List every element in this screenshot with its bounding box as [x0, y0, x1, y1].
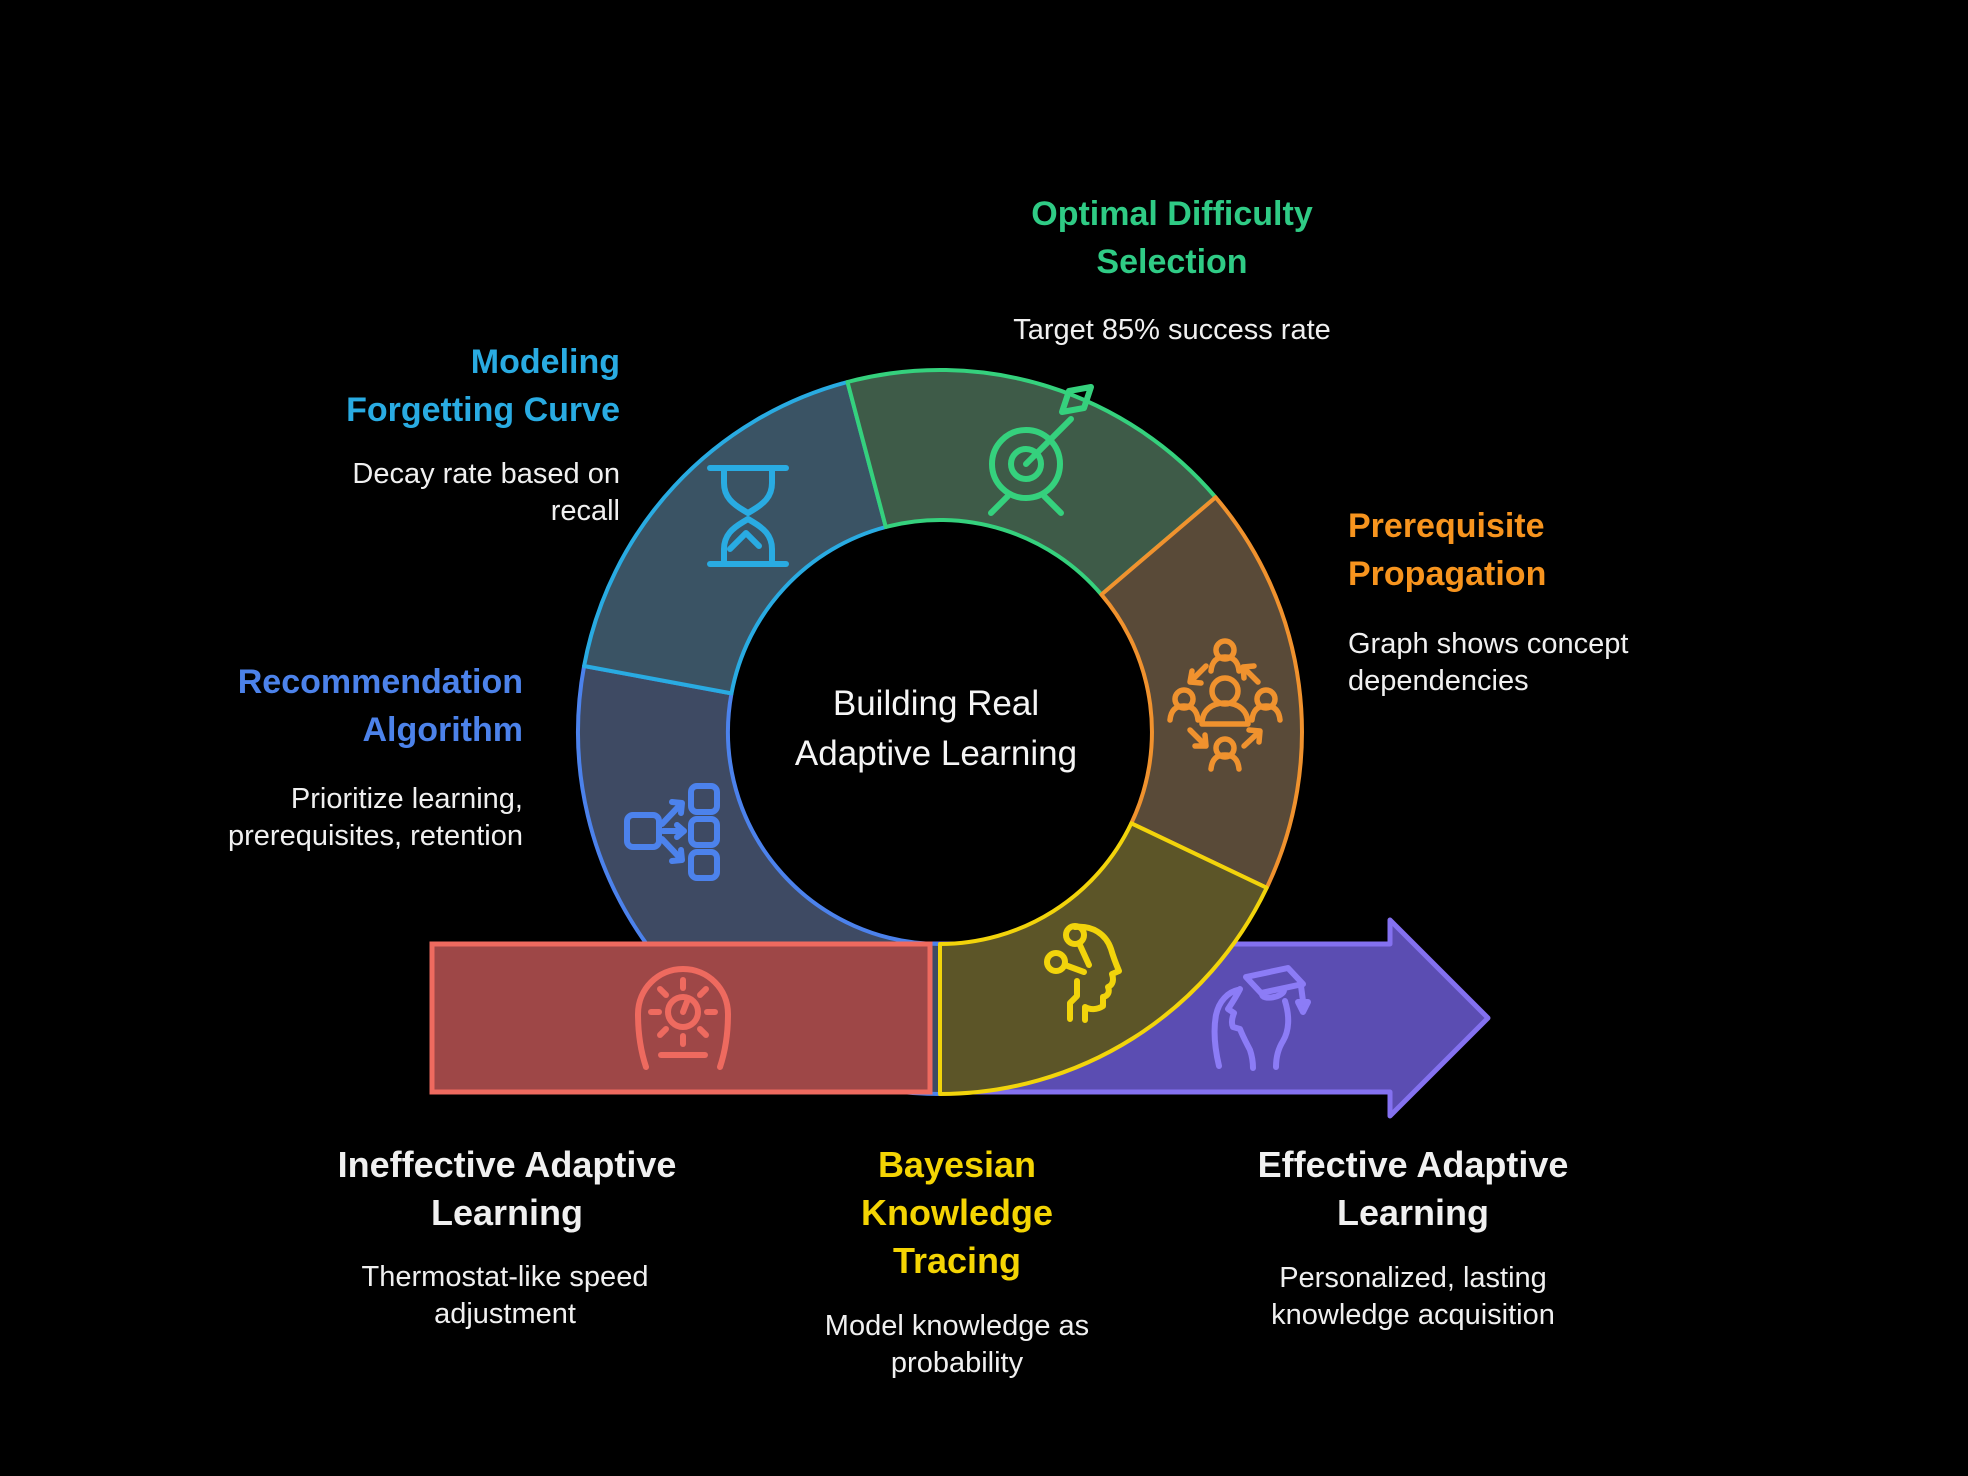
section-subtitle-ineffective: Thermostat-like speed adjustment	[361, 1261, 649, 1330]
cycle-donut	[576, 367, 1304, 1096]
section-title-modeling-forgetting: Modeling Forgetting Curve	[346, 343, 620, 429]
section-subtitle-effective: Personalized, lasting knowledge acquisit…	[1271, 1262, 1555, 1331]
people-network-icon	[1167, 638, 1283, 772]
section-title-bayesian: Bayesian Knowledge Tracing	[860, 1144, 1053, 1281]
section-subtitle-bayesian: Model knowledge as probability	[824, 1310, 1090, 1379]
hourglass-icon	[707, 465, 789, 567]
section-title-prerequisite-propagation: Prerequisite Propagation	[1348, 507, 1547, 593]
section-subtitle-modeling-forgetting: Decay rate based on recall	[352, 458, 620, 527]
segment-bayesian-knowledge-tracing	[938, 821, 1269, 1096]
section-subtitle-recommendation-algorithm: Prioritize learning, prerequisites, rete…	[228, 783, 523, 852]
section-title-ineffective: Ineffective Adaptive Learning	[337, 1144, 677, 1233]
graduate-head-icon	[1211, 965, 1311, 1071]
center-title: Building Real Adaptive Learning	[794, 684, 1078, 773]
target-icon	[988, 384, 1094, 516]
section-subtitle-optimal-difficulty: Target 85% success rate	[1013, 314, 1331, 346]
segment-optimal-difficulty	[845, 367, 1218, 597]
section-title-effective: Effective Adaptive Learning	[1257, 1144, 1569, 1233]
head-circuit-icon	[1044, 923, 1122, 1023]
section-subtitle-prerequisite-propagation: Graph shows concept dependencies	[1348, 628, 1629, 697]
flowchart-icon	[624, 783, 720, 881]
section-title-recommendation-algorithm: Recommendation Algorithm	[237, 663, 523, 749]
section-title-optimal-difficulty: Optimal Difficulty Selection	[1031, 195, 1313, 281]
thermostat-icon	[635, 966, 731, 1070]
segment-prerequisite-propagation	[1099, 495, 1304, 890]
segment-modeling-forgetting-curve	[582, 380, 888, 696]
